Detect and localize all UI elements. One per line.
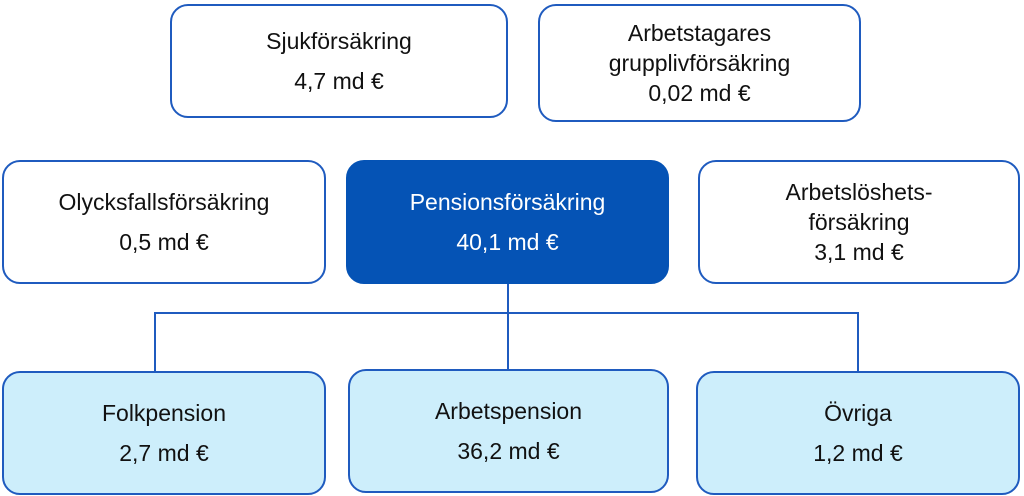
node-label: Arbetstagares grupplivförsäkring <box>608 20 791 76</box>
node-arbetspension: Arbetspension 36,2 md € <box>348 369 669 493</box>
connector-right-down <box>857 312 859 372</box>
node-value: 0,02 md € <box>648 80 751 106</box>
node-label: Övriga <box>824 400 892 426</box>
node-value: 40,1 md € <box>456 229 559 255</box>
node-value: 2,7 md € <box>119 440 209 466</box>
node-value: 3,1 md € <box>814 239 904 265</box>
node-value: 0,5 md € <box>119 229 209 255</box>
node-ovriga: Övriga 1,2 md € <box>696 371 1020 495</box>
node-label: Folkpension <box>101 400 227 426</box>
node-grupplivforsakring: Arbetstagares grupplivförsäkring 0,02 md… <box>538 4 861 122</box>
connector-left-down <box>154 312 156 372</box>
node-value: 4,7 md € <box>294 68 384 94</box>
node-label: Olycksfallsförsäkring <box>58 189 270 215</box>
node-sjukforsakring: Sjukförsäkring 4,7 md € <box>170 4 508 118</box>
node-label: Arbetslöshets-försäkring <box>785 179 933 235</box>
node-folkpension: Folkpension 2,7 md € <box>2 371 326 495</box>
node-pensionsforsakring: Pensionsförsäkring 40,1 md € <box>346 160 669 284</box>
connector-horizontal <box>154 312 859 314</box>
node-label: Sjukförsäkring <box>266 28 412 54</box>
node-label: Arbetspension <box>434 398 583 424</box>
node-label: Pensionsförsäkring <box>409 189 606 215</box>
node-arbetsloshetsforsakring: Arbetslöshets-försäkring 3,1 md € <box>698 160 1020 284</box>
node-olycksfallsforsakring: Olycksfallsförsäkring 0,5 md € <box>2 160 326 284</box>
node-value: 36,2 md € <box>457 438 560 464</box>
connector-main-down <box>507 283 509 371</box>
node-value: 1,2 md € <box>813 440 903 466</box>
